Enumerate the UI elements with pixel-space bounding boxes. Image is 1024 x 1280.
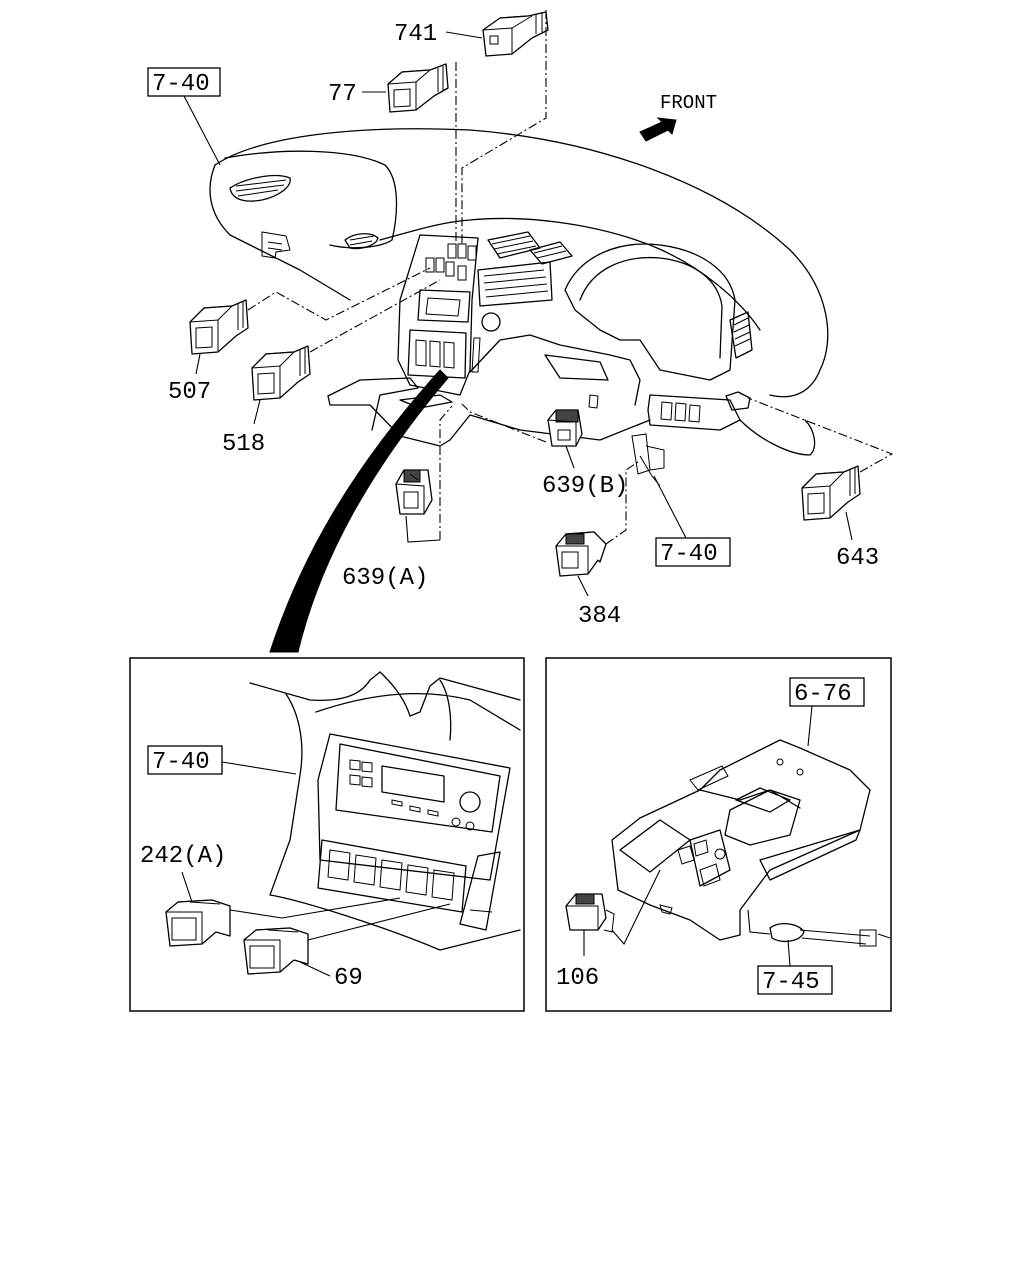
inset-right-panel [545, 657, 892, 1012]
center-stack [397, 234, 501, 396]
part-643[interactable] [801, 465, 861, 521]
callout-639a: 639(A) [342, 565, 428, 592]
ref-7-40-inset: 7-40 [152, 749, 210, 776]
callout-643: 643 [836, 545, 879, 572]
callout-518: 518 [222, 431, 265, 458]
callout-639b: 639(B) [542, 473, 628, 500]
part-77[interactable] [387, 63, 449, 113]
left-vent [229, 175, 291, 202]
ref-box-7-40-inset [147, 745, 223, 775]
ref-7-40-top: 7-40 [152, 71, 210, 98]
ref-6-76: 6-76 [794, 681, 852, 708]
inset-pointer-wedge [269, 369, 449, 653]
part-242a[interactable] [165, 899, 231, 947]
callout-384: 384 [578, 603, 621, 630]
ref-box-7-45 [757, 965, 833, 995]
part-384[interactable] [555, 531, 607, 577]
center-vents [477, 231, 573, 307]
inset-left-panel [129, 657, 525, 1012]
ref-box-6-76 [789, 677, 865, 707]
callout-106: 106 [556, 965, 599, 992]
part-639b[interactable] [547, 409, 583, 447]
part-106[interactable] [565, 893, 615, 933]
part-518[interactable] [251, 345, 311, 401]
part-639a[interactable] [395, 469, 433, 515]
ref-7-45: 7-45 [762, 969, 820, 996]
ref-box-7-40-mid [655, 537, 731, 567]
part-bracket-7-40 [631, 433, 665, 487]
part-69[interactable] [243, 927, 309, 975]
inset-right-frame [545, 657, 892, 1012]
inset-left-frame [129, 657, 525, 1012]
callout-77: 77 [328, 81, 357, 108]
front-arrow-icon [639, 117, 677, 142]
dashboard-drawing [209, 128, 829, 456]
part-741[interactable] [482, 11, 549, 57]
front-direction-indicator: FRONT [639, 92, 717, 142]
callout-741: 741 [394, 21, 437, 48]
part-507[interactable] [189, 299, 249, 355]
callout-507: 507 [168, 379, 211, 406]
instrument-cluster [564, 243, 736, 381]
ref-7-40-mid: 7-40 [660, 541, 718, 568]
callout-69: 69 [334, 965, 363, 992]
callout-242a: 242(A) [140, 843, 226, 870]
front-label: FRONT [660, 92, 717, 114]
